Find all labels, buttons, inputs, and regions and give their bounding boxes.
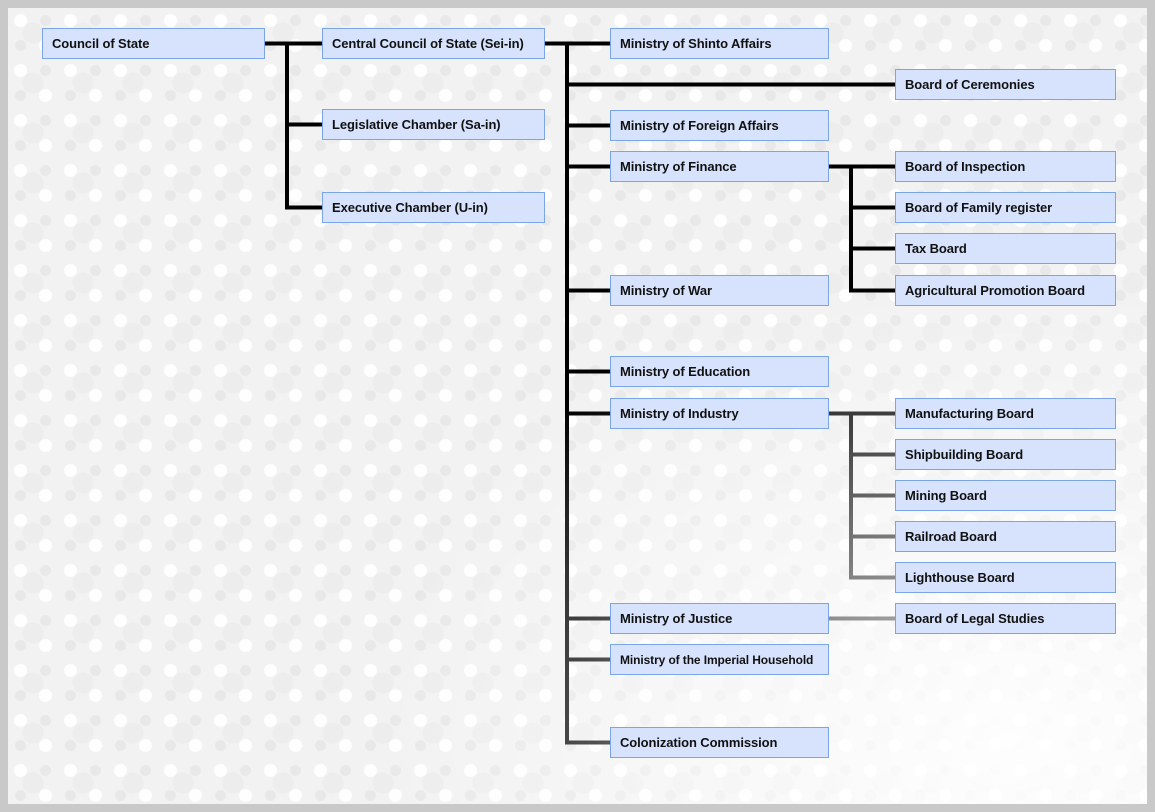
node-board_legal_studies[interactable]: Board of Legal Studies [895,603,1116,634]
node-label: Railroad Board [905,529,997,544]
node-industry[interactable]: Ministry of Industry [610,398,829,429]
node-board_of_inspection[interactable]: Board of Inspection [895,151,1116,182]
node-imperial_household[interactable]: Ministry of the Imperial Household [610,644,829,675]
node-label: Tax Board [905,241,967,256]
node-sei_in[interactable]: Central Council of State (Sei-in) [322,28,545,59]
node-board_family_register[interactable]: Board of Family register [895,192,1116,223]
node-manufacturing_board[interactable]: Manufacturing Board [895,398,1116,429]
node-label: Ministry of Industry [620,406,739,421]
node-sa_in[interactable]: Legislative Chamber (Sa-in) [322,109,545,140]
node-label: Board of Family register [905,200,1053,215]
node-tax_board[interactable]: Tax Board [895,233,1116,264]
node-label: Central Council of State (Sei-in) [332,36,524,51]
node-label: Board of Ceremonies [905,77,1035,92]
node-label: Ministry of the Imperial Household [620,652,814,667]
node-label: Mining Board [905,488,987,503]
node-colonization_commission[interactable]: Colonization Commission [610,727,829,758]
node-label: Legislative Chamber (Sa-in) [332,117,501,132]
node-label: Ministry of War [620,283,712,298]
node-label: Board of Legal Studies [905,611,1045,626]
node-agricultural_promotion[interactable]: Agricultural Promotion Board [895,275,1116,306]
node-finance[interactable]: Ministry of Finance [610,151,829,182]
node-shipbuilding_board[interactable]: Shipbuilding Board [895,439,1116,470]
node-label: Lighthouse Board [905,570,1015,585]
node-label: Manufacturing Board [905,406,1034,421]
node-education[interactable]: Ministry of Education [610,356,829,387]
node-label: Colonization Commission [620,735,778,750]
node-railroad_board[interactable]: Railroad Board [895,521,1116,552]
node-label: Ministry of Education [620,364,751,379]
node-label: Ministry of Finance [620,159,737,174]
node-label: Shipbuilding Board [905,447,1024,462]
node-label: Ministry of Foreign Affairs [620,118,779,133]
node-label: Agricultural Promotion Board [905,283,1085,298]
node-label: Board of Inspection [905,159,1026,174]
node-foreign_affairs[interactable]: Ministry of Foreign Affairs [610,110,829,141]
node-mining_board[interactable]: Mining Board [895,480,1116,511]
node-lighthouse_board[interactable]: Lighthouse Board [895,562,1116,593]
node-war[interactable]: Ministry of War [610,275,829,306]
node-label: Ministry of Shinto Affairs [620,36,772,51]
node-u_in[interactable]: Executive Chamber (U-in) [322,192,545,223]
diagram-canvas: Council of State Central Council of State… [8,8,1147,804]
node-board_of_ceremonies[interactable]: Board of Ceremonies [895,69,1116,100]
node-shinto_affairs[interactable]: Ministry of Shinto Affairs [610,28,829,59]
node-justice[interactable]: Ministry of Justice [610,603,829,634]
node-council_of_state[interactable]: Council of State [42,28,265,59]
node-label: Executive Chamber (U-in) [332,200,488,215]
node-label: Ministry of Justice [620,611,733,626]
node-label: Council of State [52,36,150,51]
